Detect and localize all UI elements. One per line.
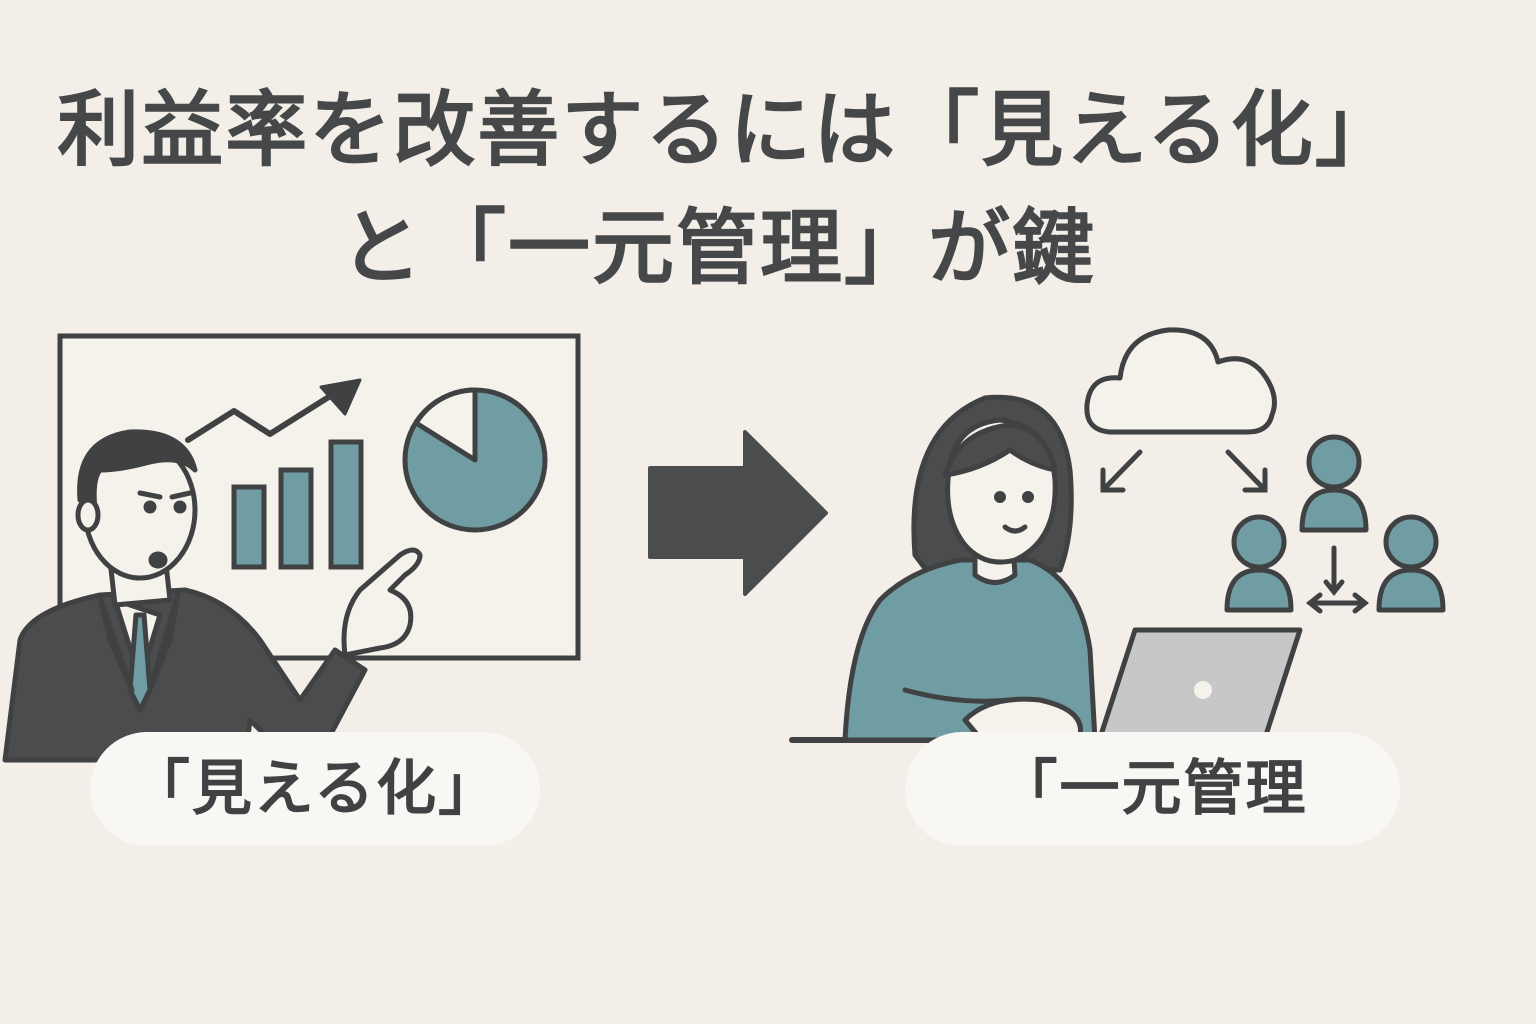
- pie-chart-icon: [402, 387, 548, 533]
- person-group-icon: [1224, 434, 1446, 613]
- trend-arrow-icon: [185, 378, 362, 443]
- label-visualization: 「見える化」: [90, 732, 540, 846]
- right-arrow-icon: [648, 430, 828, 596]
- woman-with-laptop-icon: [842, 394, 1098, 743]
- presenter-man-icon: [2, 429, 423, 763]
- flow-arrows-icon: [1100, 449, 1370, 614]
- label-centralization: 「一元管理: [905, 732, 1400, 846]
- laptop-icon: [962, 627, 1303, 741]
- cloud-icon: [1084, 327, 1277, 435]
- headline-line-1: 利益率を改善するには「見える化」: [57, 83, 1399, 178]
- headline-line-2: と「一元管理」が鍵: [339, 201, 1096, 296]
- bar-chart-icon: [231, 439, 364, 570]
